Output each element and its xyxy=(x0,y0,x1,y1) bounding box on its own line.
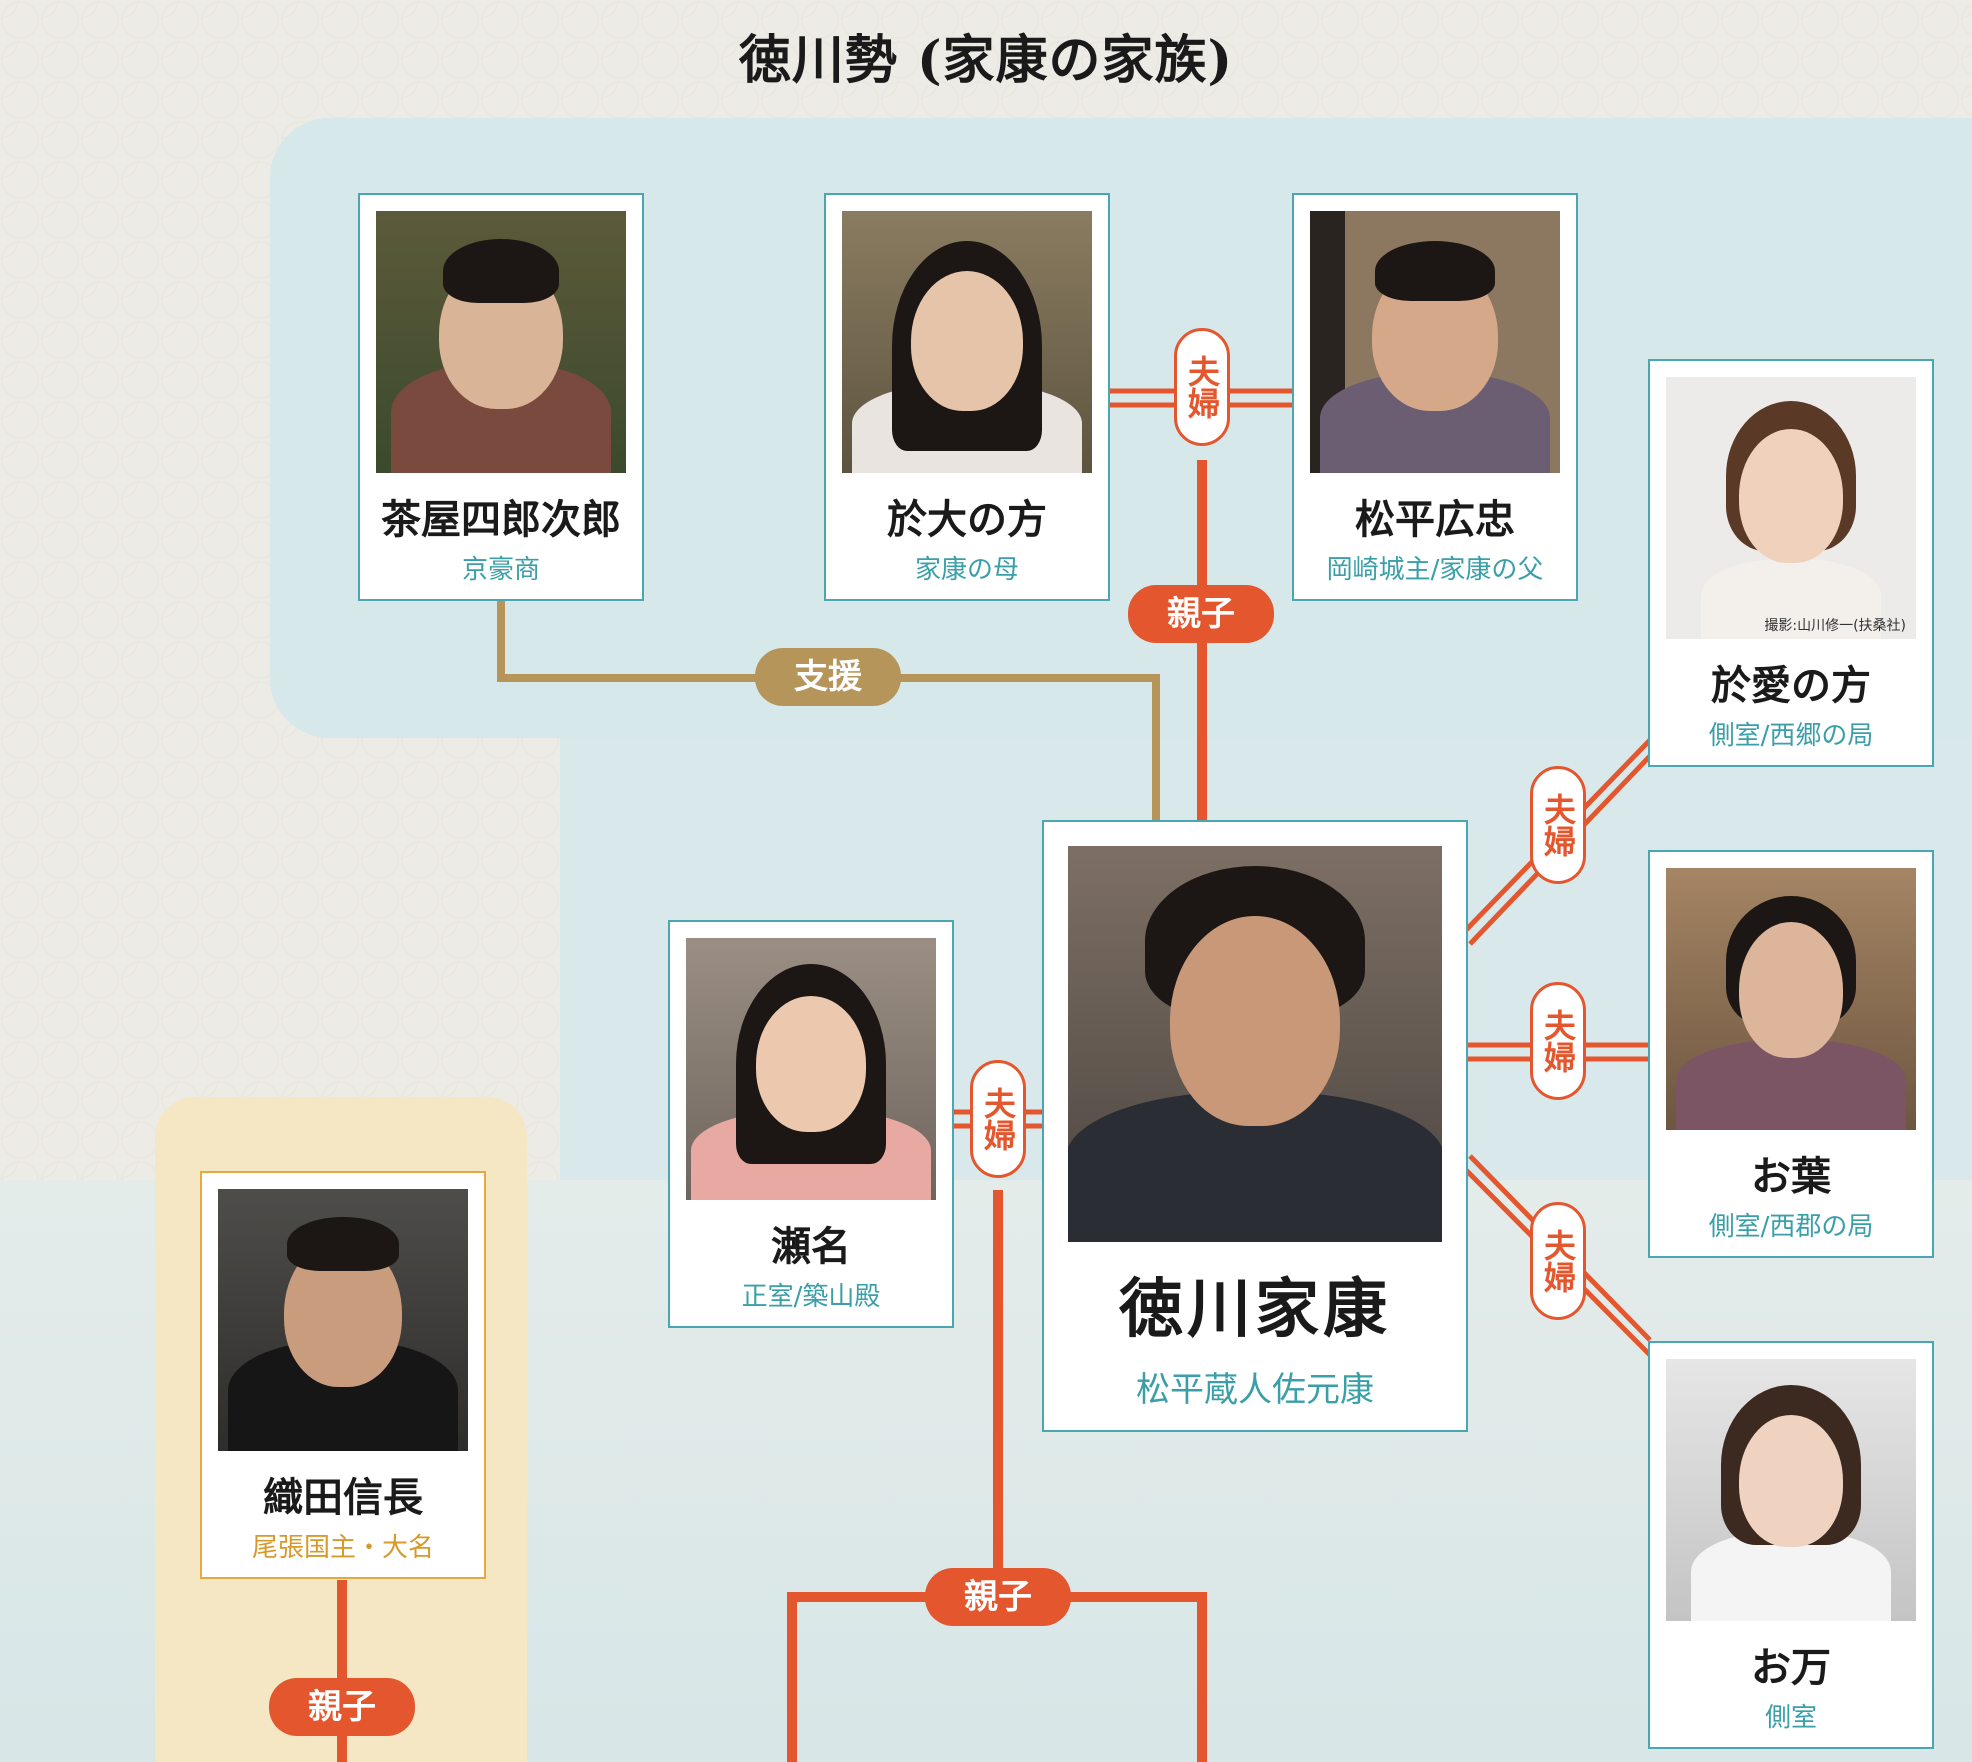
portrait-oha xyxy=(1666,868,1916,1130)
spouse-badge-sena: 夫婦 xyxy=(970,1060,1026,1178)
portrait-ieyasu xyxy=(1068,846,1442,1242)
card-oai[interactable]: 撮影:山川修一(扶桑社) 於愛の方 側室/西郷の局 xyxy=(1648,359,1934,767)
card-hirotada[interactable]: 松平広忠 岡崎城主/家康の父 xyxy=(1292,193,1578,601)
name-chaya: 茶屋四郎次郎 xyxy=(381,496,621,543)
parent-child-badge-nobunaga: 親子 xyxy=(269,1678,415,1736)
page-title: 徳川勢 (家康の家族) xyxy=(738,30,1234,91)
role-sena: 正室/築山殿 xyxy=(741,1282,881,1312)
name-ieyasu: 徳川家康 xyxy=(1119,1272,1391,1347)
role-oman: 側室 xyxy=(1764,1703,1817,1733)
card-chaya[interactable]: 茶屋四郎次郎 京豪商 xyxy=(358,193,644,601)
portrait-odai xyxy=(842,211,1092,473)
spouse-badge-oha: 夫婦 xyxy=(1530,982,1586,1100)
portrait-nobunaga xyxy=(218,1189,468,1451)
role-hirotada: 岡崎城主/家康の父 xyxy=(1326,555,1544,585)
parent-child-badge-ieyasu: 親子 xyxy=(1128,585,1274,643)
card-oha[interactable]: お葉 側室/西郡の局 xyxy=(1648,850,1934,1258)
portrait-chaya xyxy=(376,211,626,473)
card-sena[interactable]: 瀬名 正室/築山殿 xyxy=(668,920,954,1328)
support-line xyxy=(497,600,1160,825)
name-oha: お葉 xyxy=(1751,1153,1831,1200)
name-oai: 於愛の方 xyxy=(1711,662,1871,709)
role-chaya: 京豪商 xyxy=(461,555,540,585)
role-nobunaga: 尾張国主・大名 xyxy=(251,1533,434,1563)
parent-child-badge-children: 親子 xyxy=(925,1568,1071,1626)
name-hirotada: 松平広忠 xyxy=(1355,496,1515,543)
portrait-oai: 撮影:山川修一(扶桑社) xyxy=(1666,377,1916,639)
portrait-sena xyxy=(686,938,936,1200)
role-odai: 家康の母 xyxy=(914,555,1019,585)
card-odai[interactable]: 於大の方 家康の母 xyxy=(824,193,1110,601)
support-badge: 支援 xyxy=(755,648,901,706)
spouse-badge-oman: 夫婦 xyxy=(1530,1202,1586,1320)
name-oman: お万 xyxy=(1751,1644,1831,1691)
role-ieyasu: 松平蔵人佐元康 xyxy=(1136,1370,1374,1410)
spouse-badge-oai: 夫婦 xyxy=(1530,766,1586,884)
name-nobunaga: 織田信長 xyxy=(263,1474,423,1521)
card-oman[interactable]: お万 側室 xyxy=(1648,1341,1934,1749)
card-nobunaga[interactable]: 織田信長 尾張国主・大名 xyxy=(200,1171,486,1579)
photo-credit-oai: 撮影:山川修一(扶桑社) xyxy=(1764,618,1906,634)
role-oha: 側室/西郡の局 xyxy=(1708,1212,1874,1242)
portrait-oman xyxy=(1666,1359,1916,1621)
name-sena: 瀬名 xyxy=(771,1223,851,1270)
card-ieyasu[interactable]: 徳川家康 松平蔵人佐元康 xyxy=(1042,820,1468,1432)
portrait-hirotada xyxy=(1310,211,1560,473)
name-odai: 於大の方 xyxy=(887,496,1047,543)
role-oai: 側室/西郷の局 xyxy=(1708,721,1874,751)
spouse-badge-parents: 夫婦 xyxy=(1174,328,1230,446)
